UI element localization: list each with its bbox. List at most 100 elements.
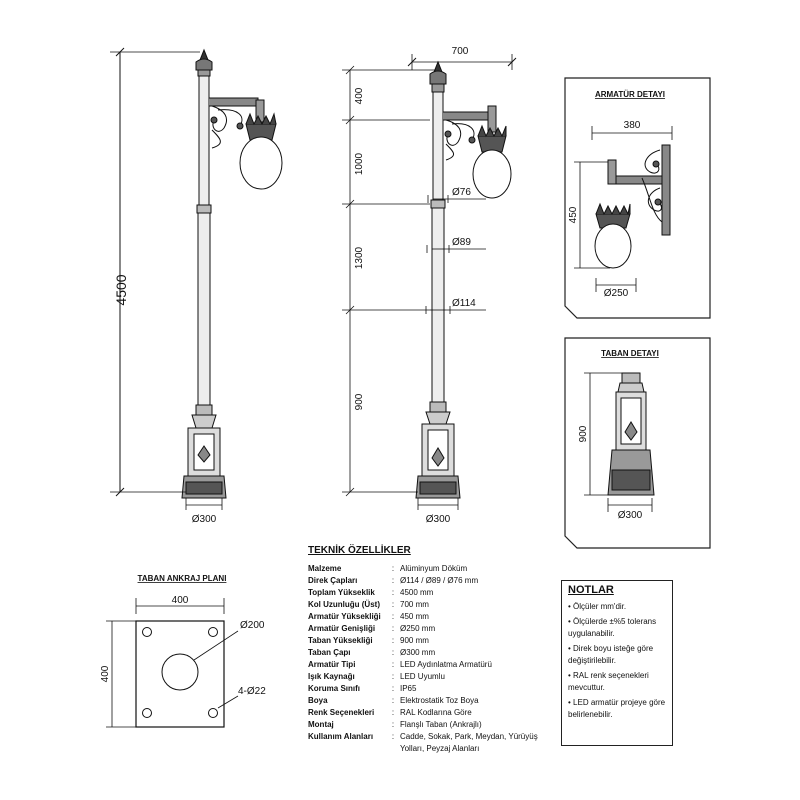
spec-value: LED Uyumlu bbox=[400, 672, 445, 681]
base-drawing bbox=[607, 372, 655, 496]
spec-key: Işık Kaynağı bbox=[308, 672, 355, 681]
spec-value: Cadde, Sokak, Park, Meydan, Yürüyüş Yoll… bbox=[400, 732, 538, 753]
spec-row: Armatür Tipi: LED Aydınlatma Armatürü bbox=[308, 659, 548, 671]
base-detail-box: TABAN DETAYI 900 Ø300 bbox=[564, 337, 711, 549]
spec-row: Armatür Genişliği: Ø250 mm bbox=[308, 623, 548, 635]
armature-width-label: 380 bbox=[624, 120, 641, 131]
base-detail-title: TABAN DETAYI bbox=[601, 349, 659, 358]
spec-row: Montaj: Flanşlı Taban (Ankrajlı) bbox=[308, 719, 548, 731]
anchor-plan-title: TABAN ANKRAJ PLANI bbox=[138, 574, 227, 583]
arm-width-label: 700 bbox=[452, 46, 469, 57]
spec-row: Malzeme:Alüminyum Döküm bbox=[308, 563, 548, 575]
spec-colon: : bbox=[391, 696, 395, 705]
d89-label: Ø89 bbox=[452, 237, 471, 248]
spec-value: 700 mm bbox=[400, 600, 429, 609]
seg-900-label: 900 bbox=[354, 393, 365, 410]
spec-value: LED Aydınlatma Armatürü bbox=[400, 660, 492, 669]
notes-list: Ölçüler mm'dir.Ölçülerde ±%5 tolerans uy… bbox=[568, 601, 666, 721]
spec-colon: : bbox=[391, 648, 395, 657]
armature-drawing bbox=[594, 144, 671, 269]
armature-detail-box: ARMATÜR DETAYI 380 450 Ø250 bbox=[564, 77, 711, 319]
note-item: RAL renk seçenekleri mevcuttur. bbox=[568, 670, 666, 693]
spec-key: Renk Seçenekleri bbox=[308, 708, 375, 717]
dim-base-left: Ø300 bbox=[185, 498, 223, 525]
spec-value: 4500 mm bbox=[400, 588, 434, 597]
spec-colon: : bbox=[391, 672, 395, 681]
seg-1300-label: 1300 bbox=[354, 246, 365, 269]
spec-colon: : bbox=[391, 660, 395, 669]
dim-total-height: 4500 bbox=[110, 47, 200, 497]
spec-row: Kol Uzunluğu (Üst):700 mm bbox=[308, 599, 548, 611]
spec-key: Toplam Yükseklik bbox=[308, 588, 375, 597]
spec-key: Armatür Tipi bbox=[308, 660, 356, 669]
spec-row: Toplam Yükseklik:4500 mm bbox=[308, 587, 548, 599]
spec-value: Ø250 mm bbox=[400, 624, 436, 633]
spec-value: Ø114 / Ø89 / Ø76 mm bbox=[400, 576, 479, 585]
spec-row: Kullanım Alanları:Cadde, Sokak, Park, Me… bbox=[308, 731, 548, 755]
anchor-height-label: 400 bbox=[100, 665, 111, 682]
dim-arm-width: 700 bbox=[407, 46, 517, 70]
spec-row: Boya: Elektrostatik Toz Boya bbox=[308, 695, 548, 707]
spec-colon: : bbox=[391, 564, 395, 573]
spec-row: Koruma Sınıfı: IP65 bbox=[308, 683, 548, 695]
spec-row: Renk Seçenekleri:RAL Kodlarına Göre bbox=[308, 707, 548, 719]
spec-colon: : bbox=[391, 612, 395, 621]
technical-specs: TEKNİK ÖZELLİKLER Malzeme:Alüminyum Dökü… bbox=[308, 545, 548, 755]
spec-key: Taban Yüksekliği bbox=[308, 636, 373, 645]
d76-label: Ø76 bbox=[452, 187, 471, 198]
pole-left-elevation bbox=[181, 48, 283, 499]
anchor-bolts-label: 4-Ø22 bbox=[238, 686, 266, 697]
seg-1000-label: 1000 bbox=[354, 152, 365, 175]
note-item: Direk boyu isteğe göre değiştirilebilir. bbox=[568, 643, 666, 666]
spec-key: Kol Uzunluğu (Üst) bbox=[308, 600, 380, 609]
spec-key: Boya bbox=[308, 696, 328, 705]
armature-diameter-label: Ø250 bbox=[604, 288, 629, 299]
base-diameter-label: Ø300 bbox=[618, 510, 643, 521]
armature-height-label: 450 bbox=[568, 206, 579, 223]
spec-colon: : bbox=[391, 624, 395, 633]
notes-box: NOTLAR Ölçüler mm'dir.Ölçülerde ±%5 tole… bbox=[561, 580, 673, 746]
spec-colon: : bbox=[391, 576, 395, 585]
base-height-label: 900 bbox=[578, 425, 589, 442]
spec-colon: : bbox=[391, 720, 395, 729]
spec-key: Armatür Genişliği bbox=[308, 624, 376, 633]
armature-detail-title: ARMATÜR DETAYI bbox=[595, 90, 665, 99]
spec-row: Armatür Yüksekliği:450 mm bbox=[308, 611, 548, 623]
dim-base-right: Ø300 bbox=[417, 498, 459, 525]
seg-400-label: 400 bbox=[354, 87, 365, 104]
total-height-label: 4500 bbox=[113, 274, 129, 305]
spec-colon: : bbox=[391, 684, 395, 693]
d114-label: Ø114 bbox=[452, 298, 476, 309]
spec-value: 450 mm bbox=[400, 612, 429, 621]
note-item: LED armatür projeye göre belirlenebilir. bbox=[568, 697, 666, 720]
spec-colon: : bbox=[391, 732, 395, 741]
spec-row: Işık Kaynağı: LED Uyumlu bbox=[308, 671, 548, 683]
spec-value: Elektrostatik Toz Boya bbox=[400, 696, 479, 705]
note-item: Ölçüler mm'dir. bbox=[568, 601, 666, 613]
spec-key: Armatür Yüksekliği bbox=[308, 612, 381, 621]
spec-colon: : bbox=[391, 600, 395, 609]
notes-title: NOTLAR bbox=[568, 584, 614, 596]
spec-row: Direk Çapları:Ø114 / Ø89 / Ø76 mm bbox=[308, 575, 548, 587]
anchor-plan: TABAN ANKRAJ PLANI 400 400 Ø200 4-Ø22 bbox=[100, 574, 266, 728]
anchor-width-label: 400 bbox=[172, 595, 189, 606]
spec-value: 900 mm bbox=[400, 636, 429, 645]
spec-value: IP65 bbox=[400, 684, 417, 693]
pole-right-elevation bbox=[415, 60, 512, 499]
spec-value: Flanşlı Taban (Ankrajlı) bbox=[400, 720, 482, 729]
spec-value: Ø300 mm bbox=[400, 648, 436, 657]
spec-value: Alüminyum Döküm bbox=[400, 564, 468, 573]
base-right-diameter: Ø300 bbox=[426, 514, 451, 525]
spec-colon: : bbox=[391, 708, 395, 717]
anchor-hole-label: Ø200 bbox=[240, 620, 265, 631]
spec-colon: : bbox=[391, 588, 395, 597]
spec-colon: : bbox=[391, 636, 395, 645]
dim-diameters bbox=[425, 195, 486, 314]
spec-row: Taban Çapı: Ø300 mm bbox=[308, 647, 548, 659]
spec-key: Koruma Sınıfı bbox=[308, 684, 361, 693]
spec-key: Montaj bbox=[308, 720, 334, 729]
spec-row: Taban Yüksekliği:900 mm bbox=[308, 635, 548, 647]
spec-key: Taban Çapı bbox=[308, 648, 351, 657]
